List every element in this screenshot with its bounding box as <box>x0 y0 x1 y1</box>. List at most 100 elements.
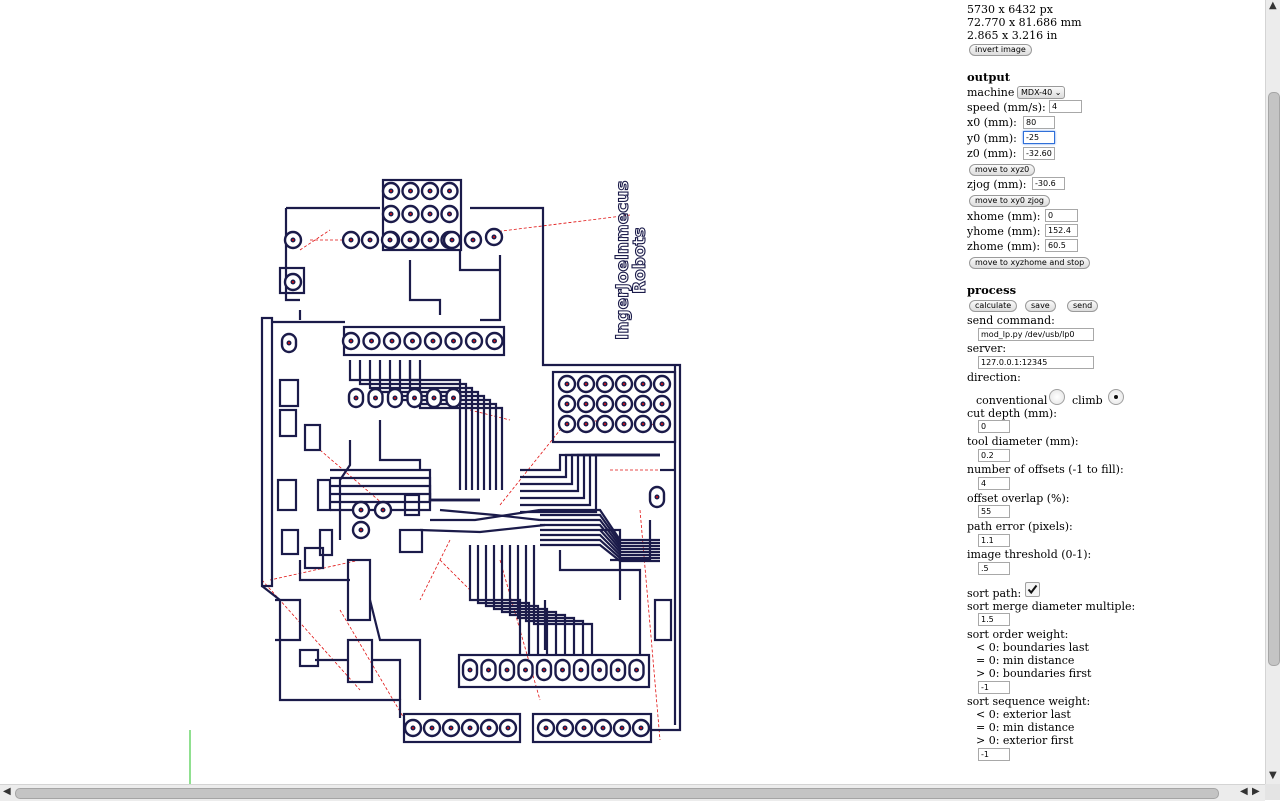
cut-depth-input[interactable]: 0 <box>978 420 1010 433</box>
path-error-input[interactable]: 1.1 <box>978 534 1010 547</box>
scroll-right-icon[interactable]: ▶ <box>1252 786 1260 797</box>
horizontal-scroll-thumb[interactable] <box>15 788 1219 799</box>
drill-mark <box>617 669 619 671</box>
image-size-mm: 72.770 x 81.686 mm <box>967 16 1082 29</box>
trace-path <box>348 360 462 490</box>
trace-outline <box>278 408 298 438</box>
output-heading: output <box>967 70 1011 84</box>
pads <box>280 181 672 738</box>
send-button[interactable]: send <box>1067 300 1099 312</box>
tool-diameter-input[interactable]: 0.2 <box>978 449 1010 462</box>
image-size-pixels: 5730 x 6432 px <box>967 3 1053 16</box>
drill-mark <box>488 727 490 729</box>
y0-input[interactable]: -25 <box>1023 131 1055 144</box>
sort-path-checkbox[interactable] <box>1025 582 1040 597</box>
trace-path <box>408 360 420 382</box>
drill-mark <box>598 669 601 671</box>
drill-mark <box>585 423 587 425</box>
drill-mark <box>506 669 508 671</box>
sort-path-label: sort path: <box>967 587 1022 600</box>
trace-path <box>419 523 546 534</box>
sort-order-label: sort order weight: <box>967 628 1069 641</box>
send-command-input[interactable]: mod_lp.py /dev/usb/lp0 <box>978 328 1094 341</box>
drill-mark <box>390 213 392 215</box>
xhome-input[interactable]: 0 <box>1045 209 1078 222</box>
x0-input[interactable]: 80 <box>1023 116 1055 129</box>
climb-label: climb <box>1072 394 1103 407</box>
yhome-label: yhome (mm): <box>967 225 1041 238</box>
sort-sequence-hint-2: = 0: min distance <box>976 721 1075 734</box>
rapid-move <box>339 609 406 721</box>
z0-label: z0 (mm): <box>967 147 1017 160</box>
climb-radio[interactable] <box>1108 389 1124 405</box>
drill-mark <box>394 397 396 399</box>
y0-label: y0 (mm): <box>967 132 1017 145</box>
drill-mark <box>389 239 391 241</box>
trace-outline <box>278 266 306 295</box>
scroll-right-back-icon[interactable]: ◀ <box>1240 786 1248 797</box>
move-to-xyzhome-button[interactable]: move to xyzhome and stop <box>969 257 1091 269</box>
scroll-left-icon[interactable]: ◀ <box>3 786 11 797</box>
drill-mark <box>566 423 568 425</box>
trace-path <box>358 360 468 490</box>
scroll-down-icon[interactable]: ▼ <box>1269 770 1277 781</box>
move-to-xyz0-button[interactable]: move to xyz0 <box>969 164 1036 176</box>
drill-mark <box>623 383 625 385</box>
sort-sequence-input[interactable]: -1 <box>978 748 1010 761</box>
sort-merge-input[interactable]: 1.5 <box>978 613 1010 626</box>
drill-mark <box>580 669 582 671</box>
trace-outline <box>276 478 298 512</box>
vertical-scrollbar[interactable]: ▲ ▼ <box>1265 0 1280 784</box>
rapid-moves <box>261 214 661 741</box>
trace-outline <box>531 712 653 744</box>
zjog-input[interactable]: -30.6 <box>1032 177 1065 190</box>
vertical-scroll-thumb[interactable] <box>1268 92 1280 666</box>
drill-mark <box>469 669 471 671</box>
toolpath-canvas[interactable]: IngerJoelnmecus Robots <box>0 0 958 784</box>
server-input[interactable]: 127.0.0.1:12345 <box>978 356 1094 369</box>
z0-input[interactable]: -32.60 <box>1023 147 1055 160</box>
threshold-input[interactable]: .5 <box>978 562 1010 575</box>
save-button[interactable]: save <box>1025 300 1056 312</box>
threshold-label: image threshold (0-1): <box>967 548 1092 561</box>
trace-outline <box>653 598 673 642</box>
rapid-move <box>419 539 451 601</box>
trace-path <box>540 523 660 551</box>
zhome-label: zhome (mm): <box>967 240 1041 253</box>
speed-input[interactable]: 4 <box>1049 100 1082 113</box>
drill-mark <box>448 213 451 215</box>
drill-mark <box>292 239 294 241</box>
offsets-input[interactable]: 4 <box>978 477 1010 490</box>
trace-outline <box>398 528 424 554</box>
zhome-input[interactable]: 60.5 <box>1045 239 1078 252</box>
calculate-button[interactable]: calculate <box>969 300 1018 312</box>
scroll-up-icon[interactable]: ▲ <box>1269 0 1277 11</box>
trace-path <box>600 528 622 600</box>
trace-outline <box>298 648 320 668</box>
drill-mark <box>543 669 545 671</box>
drill-mark <box>493 340 496 342</box>
move-to-xy0-zjog-button[interactable]: move to xy0 zjog <box>969 195 1050 207</box>
drill-mark <box>642 383 644 385</box>
yhome-input[interactable]: 152.4 <box>1045 224 1078 237</box>
zjog-label: zjog (mm): <box>967 178 1027 191</box>
trace-path <box>338 440 352 540</box>
horizontal-scrollbar[interactable]: ◀ ◀ ▶ <box>0 784 1265 801</box>
trace-path <box>484 545 540 655</box>
trace-path <box>540 533 660 557</box>
drill-mark <box>409 190 412 192</box>
drill-mark <box>288 342 290 344</box>
conventional-radio[interactable] <box>1049 389 1065 405</box>
chevron-down-icon: ⌄ <box>1054 88 1062 97</box>
sort-order-input[interactable]: -1 <box>978 681 1010 694</box>
board-label-line2: Robots <box>630 227 650 294</box>
trace-outline <box>303 546 325 570</box>
overlap-input[interactable]: 55 <box>978 505 1010 518</box>
offsets-label: number of offsets (-1 to fill): <box>967 463 1124 476</box>
invert-image-button[interactable]: invert image <box>969 44 1032 56</box>
drill-mark <box>561 669 564 671</box>
trace-path <box>480 255 502 322</box>
machine-select[interactable]: MDX-40 ⌄ <box>1017 86 1066 99</box>
drill-mark <box>656 496 658 498</box>
drill-mark <box>604 423 606 425</box>
